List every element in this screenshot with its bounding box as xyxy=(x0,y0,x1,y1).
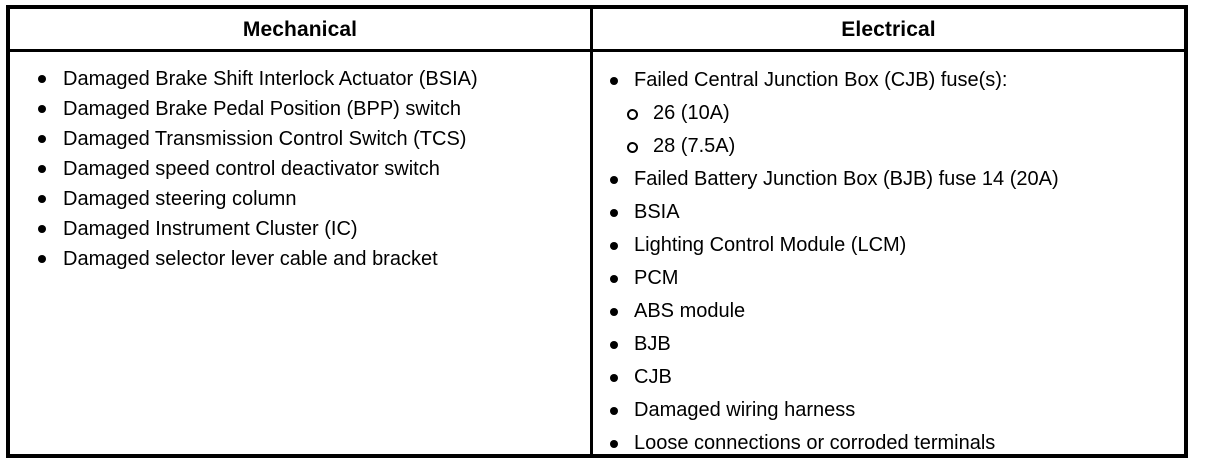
list-item: CJB xyxy=(608,361,1184,394)
list-item-label: Loose connections or corroded terminals xyxy=(634,432,996,454)
list-item-label: Damaged wiring harness xyxy=(634,399,856,421)
list-item: ABS module xyxy=(608,295,1184,328)
list-item: Failed Battery Junction Box (BJB) fuse 1… xyxy=(608,163,1184,196)
list-item: Damaged speed control deactivator switch xyxy=(36,154,590,184)
list-item-label: ABS module xyxy=(634,300,746,322)
list-item-label: Damaged selector lever cable and bracket xyxy=(63,248,438,270)
list-item: Damaged Brake Pedal Position (BPP) switc… xyxy=(36,94,590,124)
filled-disc-icon xyxy=(38,135,46,143)
list-item-label: Damaged Instrument Cluster (IC) xyxy=(63,218,358,240)
filled-disc-icon xyxy=(610,241,618,250)
filled-disc-icon xyxy=(610,76,618,85)
list-item-label: Damaged Transmission Control Switch (TCS… xyxy=(63,128,467,150)
list-item-label: Failed Central Junction Box (CJB) fuse(s… xyxy=(634,69,1008,91)
hollow-circle-icon xyxy=(627,142,638,153)
filled-disc-icon xyxy=(610,406,618,415)
list-item-label: Lighting Control Module (LCM) xyxy=(634,234,907,256)
table-header-cell-electrical: Electrical xyxy=(593,9,1184,49)
sub-list-item-label: 28 (7.5A) xyxy=(653,135,736,157)
filled-disc-icon xyxy=(610,274,618,283)
list-item: Damaged steering column xyxy=(36,184,590,214)
mechanical-list: Damaged Brake Shift Interlock Actuator (… xyxy=(36,64,590,274)
cjb-fuse-sublist: 26 (10A) 28 (7.5A) xyxy=(608,97,1184,163)
table-cell-mechanical: Damaged Brake Shift Interlock Actuator (… xyxy=(10,52,593,454)
hollow-circle-icon xyxy=(627,109,638,120)
filled-disc-icon xyxy=(610,340,618,349)
list-item-label: Damaged Brake Shift Interlock Actuator (… xyxy=(63,68,478,90)
filled-disc-icon xyxy=(610,307,618,316)
table-body-row: Damaged Brake Shift Interlock Actuator (… xyxy=(10,52,1184,454)
list-item: Damaged Brake Shift Interlock Actuator (… xyxy=(36,64,590,94)
list-item-label: Damaged speed control deactivator switch xyxy=(63,158,440,180)
list-item: Lighting Control Module (LCM) xyxy=(608,229,1184,262)
list-item: Failed Central Junction Box (CJB) fuse(s… xyxy=(608,64,1184,97)
sub-list-item: 26 (10A) xyxy=(608,97,1184,130)
list-item: Damaged selector lever cable and bracket xyxy=(36,244,590,274)
sub-list-item: 28 (7.5A) xyxy=(608,130,1184,163)
table-cell-electrical: Failed Central Junction Box (CJB) fuse(s… xyxy=(593,52,1184,454)
column-header-electrical: Electrical xyxy=(841,17,936,41)
list-item: PCM xyxy=(608,262,1184,295)
filled-disc-icon xyxy=(610,208,618,217)
list-item: Loose connections or corroded terminals xyxy=(608,427,1184,460)
list-item: Damaged Transmission Control Switch (TCS… xyxy=(36,124,590,154)
table-header-row: Mechanical Electrical xyxy=(10,9,1184,52)
filled-disc-icon xyxy=(38,105,46,113)
list-item: Damaged Instrument Cluster (IC) xyxy=(36,214,590,244)
filled-disc-icon xyxy=(38,75,46,83)
filled-disc-icon xyxy=(610,373,618,382)
list-item-label: BSIA xyxy=(634,201,680,223)
filled-disc-icon xyxy=(610,175,618,184)
list-item: Damaged wiring harness xyxy=(608,394,1184,427)
list-item-label: Damaged Brake Pedal Position (BPP) switc… xyxy=(63,98,461,120)
table-header-cell-mechanical: Mechanical xyxy=(10,9,593,49)
list-item-label: Damaged steering column xyxy=(63,188,297,210)
list-item-label: PCM xyxy=(634,267,679,289)
filled-disc-icon xyxy=(38,225,46,233)
filled-disc-icon xyxy=(610,439,618,448)
column-header-mechanical: Mechanical xyxy=(242,17,358,41)
sub-list-item-label: 26 (10A) xyxy=(653,102,730,124)
list-item: BJB xyxy=(608,328,1184,361)
sub-list-container: 26 (10A) 28 (7.5A) xyxy=(608,97,1184,163)
filled-disc-icon xyxy=(38,195,46,203)
list-item-label: BJB xyxy=(634,333,671,355)
electrical-list: Failed Central Junction Box (CJB) fuse(s… xyxy=(608,64,1184,460)
list-item: BSIA xyxy=(608,196,1184,229)
list-item-label: Failed Battery Junction Box (BJB) fuse 1… xyxy=(634,168,1059,190)
list-item-label: CJB xyxy=(634,366,672,388)
causes-table: Mechanical Electrical Damaged Brake Shif… xyxy=(6,5,1188,458)
filled-disc-icon xyxy=(38,255,46,263)
filled-disc-icon xyxy=(38,165,46,173)
